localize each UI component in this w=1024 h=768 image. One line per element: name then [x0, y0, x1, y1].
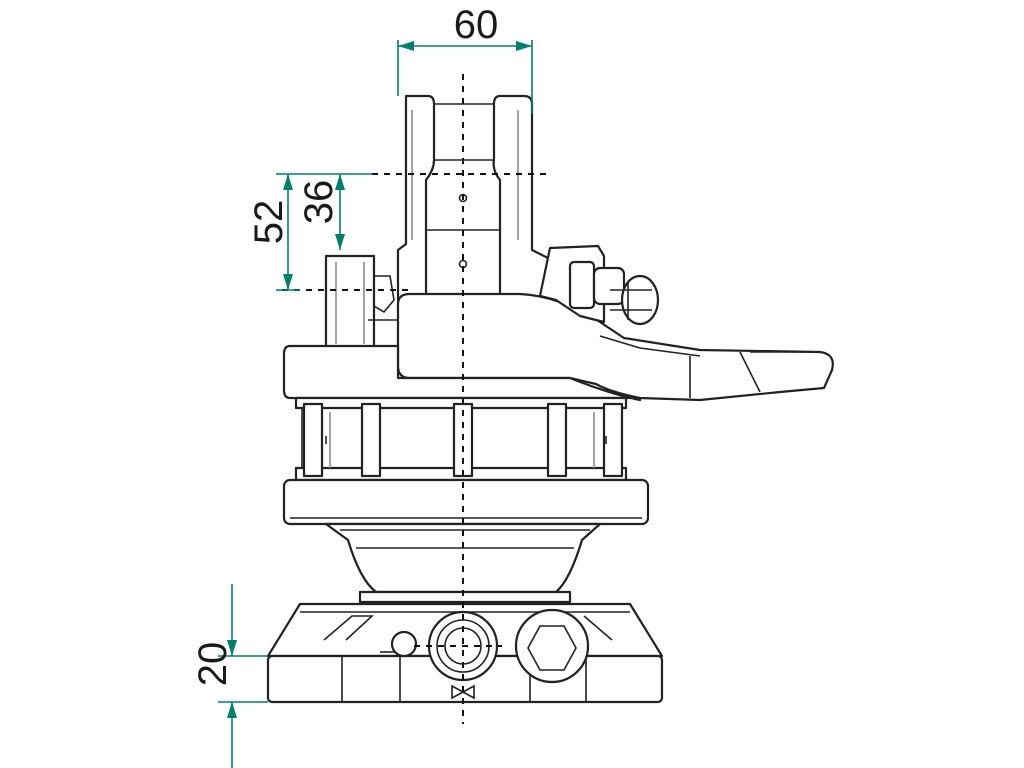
side-block — [324, 254, 399, 350]
dimension-36: 36 — [297, 174, 345, 250]
hex-socket-icon — [527, 625, 577, 671]
cage-bolt-4 — [546, 402, 568, 478]
clevis-left-ear — [396, 94, 436, 302]
hydraulic-port-right-outer — [514, 608, 590, 684]
housing-flange — [282, 344, 642, 402]
hydraulic-fitting — [538, 244, 660, 326]
fitting-body — [592, 266, 626, 306]
clevis-right-ear — [492, 94, 550, 302]
side-block-clip — [373, 275, 395, 314]
dimension-60: 60 — [397, 3, 533, 114]
dimension-label-20: 20 — [191, 642, 235, 687]
clevis-bracket — [396, 94, 550, 302]
fitting-nut — [568, 260, 596, 310]
dimension-label-52: 52 — [247, 200, 291, 245]
grease-nipple — [390, 630, 418, 658]
dimension-52: 52 — [247, 173, 372, 291]
upper-housing — [282, 292, 834, 402]
cage-bolt-1 — [302, 402, 324, 478]
fitting-cap — [620, 274, 660, 326]
dimension-label-60: 60 — [454, 3, 499, 47]
valve-symbol-icon — [451, 684, 475, 700]
motor-cage — [294, 396, 628, 482]
swivel-base — [266, 602, 664, 704]
cage-bolt-2 — [360, 402, 382, 478]
dimension-20: 20 — [191, 584, 268, 768]
dimension-label-36: 36 — [297, 180, 341, 225]
cage-bolt-5 — [602, 402, 624, 478]
neck-collar — [358, 590, 572, 604]
side-block-body — [324, 254, 376, 350]
